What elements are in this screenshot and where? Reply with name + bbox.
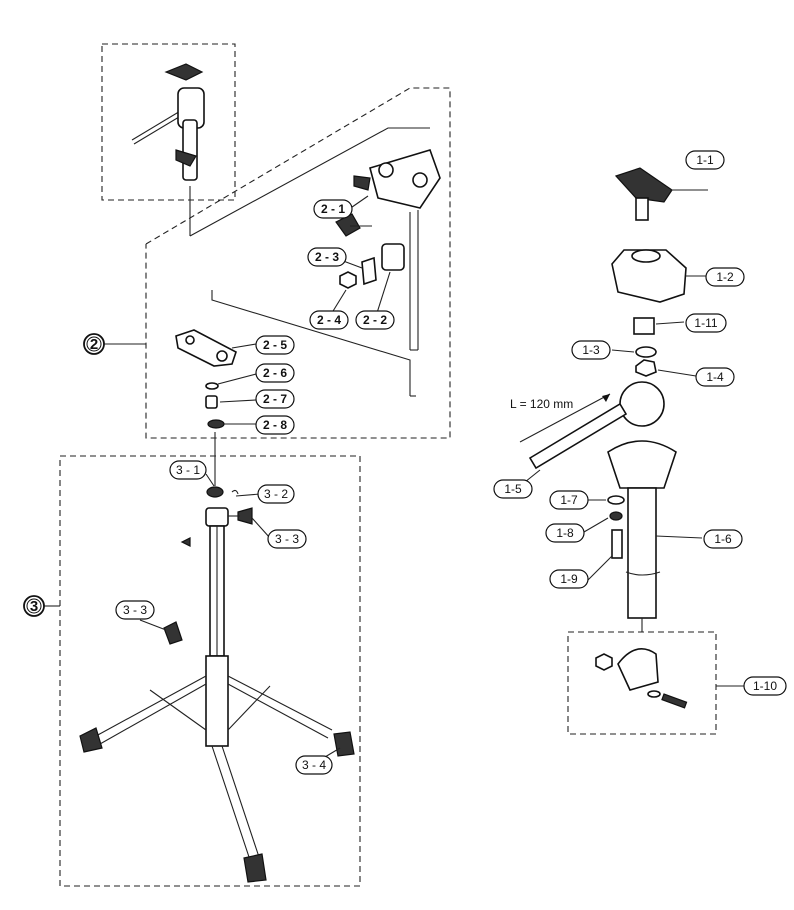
cup-1-6 [607,440,677,489]
foot-bottom [243,853,267,883]
label-2-6: 2 - 6 [263,366,287,380]
wing-screw-3-3b [163,621,183,645]
label-2-8: 2 - 8 [263,418,287,432]
washer-2-6 [205,382,219,390]
group-marker-3: 3 [30,598,38,615]
label-3-2: 3 - 2 [264,487,288,501]
label-2-3: 2 - 3 [315,250,339,264]
nut-1-4 [635,359,657,377]
washer-1-7 [607,495,625,505]
label-1-6: 1-6 [714,532,732,546]
label-1-5: 1-5 [504,482,522,496]
foot-3-4 [333,731,355,757]
section-1-parts [519,167,744,735]
rod-1-5 [528,402,628,470]
plate-2-5 [175,329,237,367]
label-2-4: 2 - 4 [317,313,341,327]
label-1-8: 1-8 [556,526,574,540]
section-3-stand [44,455,361,887]
label-1-3: 1-3 [582,343,600,357]
clamp-body [369,149,441,209]
block-1-11 [633,317,655,335]
section-2-frame [104,87,451,439]
label-1-4: 1-4 [706,370,724,384]
nut-2-4 [339,271,357,289]
ball-1-5 [619,381,665,427]
label-1-2: 1-2 [716,270,734,284]
nut-1-8 [609,511,623,521]
washer-1-3 [635,346,657,358]
label-1-1: 1-1 [696,153,714,167]
label-1-10: 1-10 [753,679,777,693]
sleeve-2-3 [361,256,377,286]
wing-screw-3-3 [237,507,253,525]
bushing-2-2 [381,243,405,271]
tube-1-6 [627,487,657,619]
label-2-7: 2 - 7 [263,392,287,406]
label-2-5: 2 - 5 [263,338,287,352]
nut-2-8 [207,419,225,429]
label-1-11: 1-11 [694,316,717,330]
callout-labels: 1-1 1-2 1-11 1-3 1-4 1-5 1-7 1-8 1-6 1-9… [23,150,787,775]
knob-1-1 [614,167,673,203]
base-1-2 [611,249,687,303]
label-3-3-lower: 3 - 3 [123,603,147,617]
collar [205,507,229,527]
label-3-1: 3 - 1 [176,463,200,477]
clamp-1-10 [617,648,659,691]
cap-3-1 [206,486,224,498]
group-marker-2: 2 [90,336,98,353]
label-3-3-top: 3 - 3 [275,532,299,546]
label-2-1: 2 - 1 [321,202,345,216]
inset-assembled-holder [101,43,236,201]
bolt-2-7 [205,395,218,409]
rod-length-dimension: L = 120 mm [510,397,573,411]
label-3-4: 3 - 4 [302,758,326,772]
label-1-9: 1-9 [560,572,578,586]
label-2-2: 2 - 2 [363,313,387,327]
foot-left [79,727,103,753]
label-1-7: 1-7 [560,493,578,507]
bolt-1-9 [611,529,623,559]
